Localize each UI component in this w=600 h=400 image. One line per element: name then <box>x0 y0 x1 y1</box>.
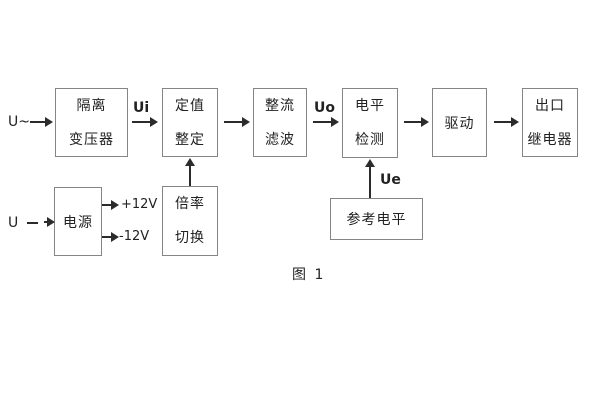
arrow-plus12v <box>102 200 119 210</box>
block-level-detect: 电平 检测 <box>342 88 398 158</box>
arrow-ratio-to-setting <box>185 158 195 186</box>
arrow-isolation-to-setting <box>132 117 158 127</box>
dc-input-arrow <box>44 217 55 227</box>
block-drive: 驱动 <box>432 88 487 157</box>
dc-input-label: U <box>8 215 19 231</box>
arrow-drive-to-output <box>494 117 519 127</box>
block-label-line: 继电器 <box>527 131 573 148</box>
block-label-line: 切换 <box>175 230 205 246</box>
figure-caption: 图 1 <box>292 267 326 283</box>
block-label-line: 电源 <box>63 214 93 231</box>
block-label-line: 电平 <box>355 98 385 114</box>
ac-input-arrow <box>30 117 53 127</box>
signal-uo-label: Uo <box>314 100 335 116</box>
block-ratio-switch: 倍率 切换 <box>162 186 218 256</box>
block-label-line: 定值 <box>175 97 205 114</box>
signal-ue-label: Ue <box>380 172 401 188</box>
block-label-line: 整定 <box>175 131 205 148</box>
arrow-level-to-drive <box>404 117 429 127</box>
block-label-line: 变压器 <box>69 131 114 148</box>
block-label-line: 滤波 <box>265 131 295 148</box>
block-label-line: 隔离 <box>76 97 107 114</box>
arrow-reference-to-level <box>365 159 375 198</box>
signal-ui-label: Ui <box>133 100 150 116</box>
block-output-relay: 出口 继电器 <box>522 88 578 157</box>
block-label-line: 倍率 <box>175 196 205 212</box>
block-reference-level: 参考电平 <box>330 198 423 240</box>
arrow-minus12v <box>102 232 119 242</box>
block-label-line: 驱动 <box>444 115 475 132</box>
block-label-line: 出口 <box>535 97 565 114</box>
plus12v-label: +12V <box>121 197 158 212</box>
block-label-line: 整流 <box>265 97 295 114</box>
block-isolation-transformer: 隔离 变压器 <box>55 88 128 157</box>
arrow-setting-to-rectifier <box>224 117 250 127</box>
block-label-line: 参考电平 <box>346 212 407 228</box>
block-setting-adjust: 定值 整定 <box>162 88 218 157</box>
ac-input-label: U~ <box>8 114 30 130</box>
block-power-supply: 电源 <box>54 187 102 256</box>
block-rectifier-filter: 整流 滤波 <box>253 88 307 157</box>
block-label-line: 检测 <box>355 132 385 148</box>
arrow-rectifier-to-level <box>313 117 339 127</box>
dc-input-dash <box>27 222 38 224</box>
minus12v-label: -12V <box>119 229 150 244</box>
